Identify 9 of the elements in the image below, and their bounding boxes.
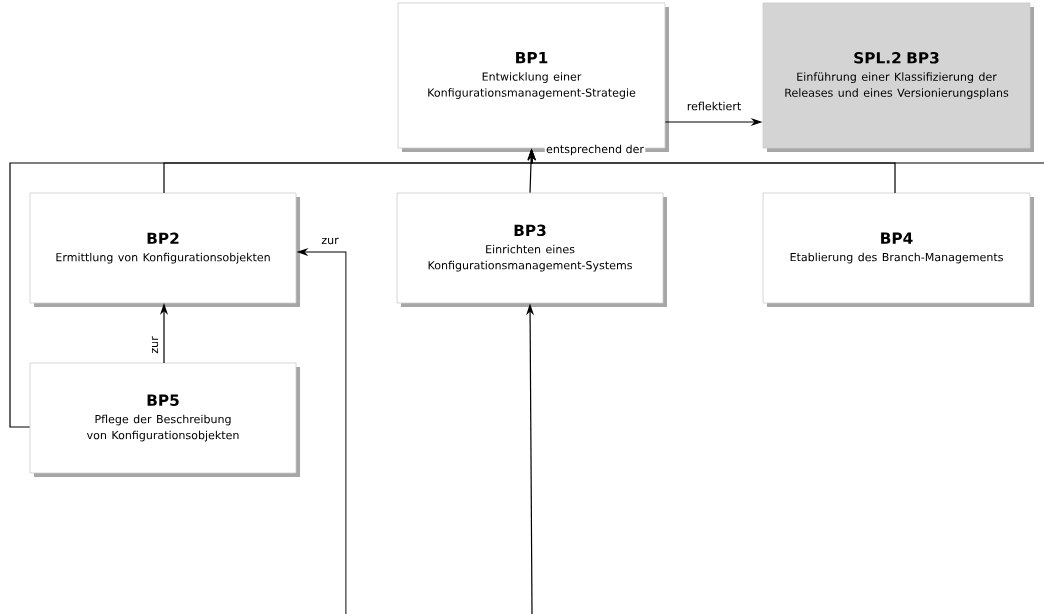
edge-label: reflektiert — [685, 100, 743, 112]
edge-label: zur — [320, 236, 341, 246]
process-box: SPL.2 BP3 Einführung einer Klassifizierung der Releases und eines Versionierungsplans — [762, 2, 1034, 152]
process-box: BP4 Etablierung des Branch-Managements — [762, 192, 1034, 307]
edge-label: zur — [150, 335, 160, 355]
process-box: BP2 Ermittlung von Konfigurationsobjekten — [29, 192, 300, 307]
process-box: BP3 Einrichten eines Konfigurationsmanagement-Systems — [396, 192, 667, 307]
process-box: BP5 Pflege der Beschreibung von Konfigurationsobjekten — [29, 362, 300, 477]
edge-label: entsprechend der — [544, 143, 646, 157]
